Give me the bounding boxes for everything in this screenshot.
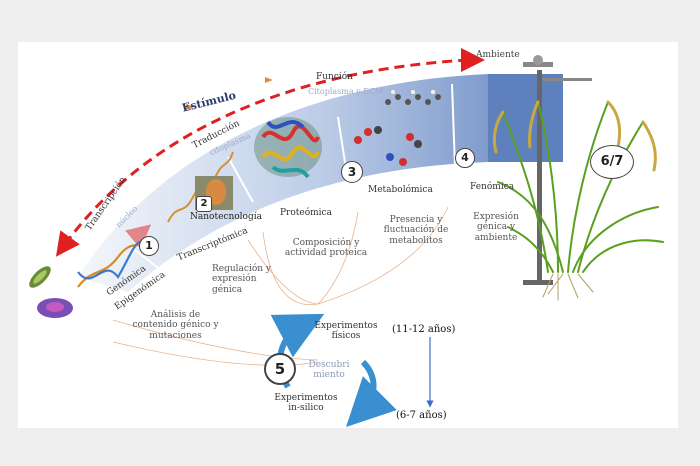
citoplasma-ecm-label: Citoplasma y ECM (308, 87, 384, 96)
step-4-circle: 4 (455, 148, 475, 168)
fan-lines (112, 206, 449, 366)
desc-genomica-line3: mutaciones (149, 330, 202, 341)
step-67-circle: 6/7 (590, 145, 634, 179)
proteomica-label: Proteómica (280, 208, 332, 218)
descubrimiento-label: Descubri miento (301, 360, 357, 381)
desc-metab-line3: metabolitos (389, 235, 443, 246)
exp-fisicos-line1: Experimentos (314, 321, 378, 331)
desc-transcript-line1: Regulación y (212, 264, 271, 274)
cell-icon (29, 266, 73, 318)
desc-metab-line1: Presencia y (389, 215, 443, 225)
years-6-7-label: (6-7 años) (396, 410, 447, 421)
step-2-circle: 2 (196, 196, 212, 212)
omics-band (78, 74, 563, 292)
desc-metab-line2: fluctuación de (383, 225, 449, 236)
desc-metabolomica: Presencia y fluctuación de metabolitos (376, 215, 456, 246)
exp-insilico-line1: Experimentos (274, 393, 338, 403)
exp-fisicos-label: Experimentos físicos (306, 321, 386, 342)
descubrimiento-line2: miento (313, 370, 345, 381)
protein-icon (254, 117, 322, 179)
desc-feno-line2: génica y (476, 222, 516, 233)
desc-transcript-line3: génica (212, 284, 243, 295)
diagram-graphics (29, 48, 664, 427)
cycle-arrow-down (346, 359, 397, 427)
desc-proteo-line2: actividad proteica (284, 248, 368, 259)
stimulus-arrow (55, 58, 469, 257)
figure-canvas: 1 2 3 4 5 6/7 Ambiente Estímulo Función … (18, 42, 678, 428)
exp-fisicos-line2: físicos (331, 331, 361, 342)
step-1-circle: 1 (139, 236, 159, 256)
desc-transcript-line2: expresión (212, 274, 257, 285)
desc-proteomica: Composición y actividad proteica (280, 238, 372, 259)
desc-transcriptomica: Regulación y expresión génica (212, 264, 271, 295)
years-11-12-label: (11-12 años) (392, 324, 456, 335)
fenomica-label: Fenómica (470, 182, 515, 192)
weather-station-icon (523, 55, 592, 285)
exp-insilico-line2: in-silico (288, 403, 324, 414)
funcion-label: Función (316, 72, 353, 82)
desc-fenomica: Expresión génica y ambiente (464, 212, 528, 243)
metabolite-icon (354, 89, 441, 166)
desc-proteo-line1: Composición y (292, 238, 360, 248)
desc-genomica: Análisis de contenido génico y mutacione… (118, 310, 233, 341)
rice-plant-illustration (492, 100, 664, 301)
step-3-circle: 3 (341, 161, 363, 183)
step-5-circle: 5 (264, 353, 296, 385)
desc-genomica-line2: contenido génico y (132, 320, 219, 331)
descubrimiento-line1: Descubri (308, 360, 350, 370)
desc-genomica-line1: Análisis de (150, 310, 201, 320)
desc-feno-line3: ambiente (474, 232, 518, 243)
desc-feno-line1: Expresión (473, 212, 519, 222)
nanotecnologia-label: Nanotecnología (190, 212, 262, 222)
exp-insilico-label: Experimentos in-silico (266, 393, 346, 414)
ambiente-label: Ambiente (476, 50, 520, 60)
metabolomica-label: Metabolómica (368, 185, 433, 195)
